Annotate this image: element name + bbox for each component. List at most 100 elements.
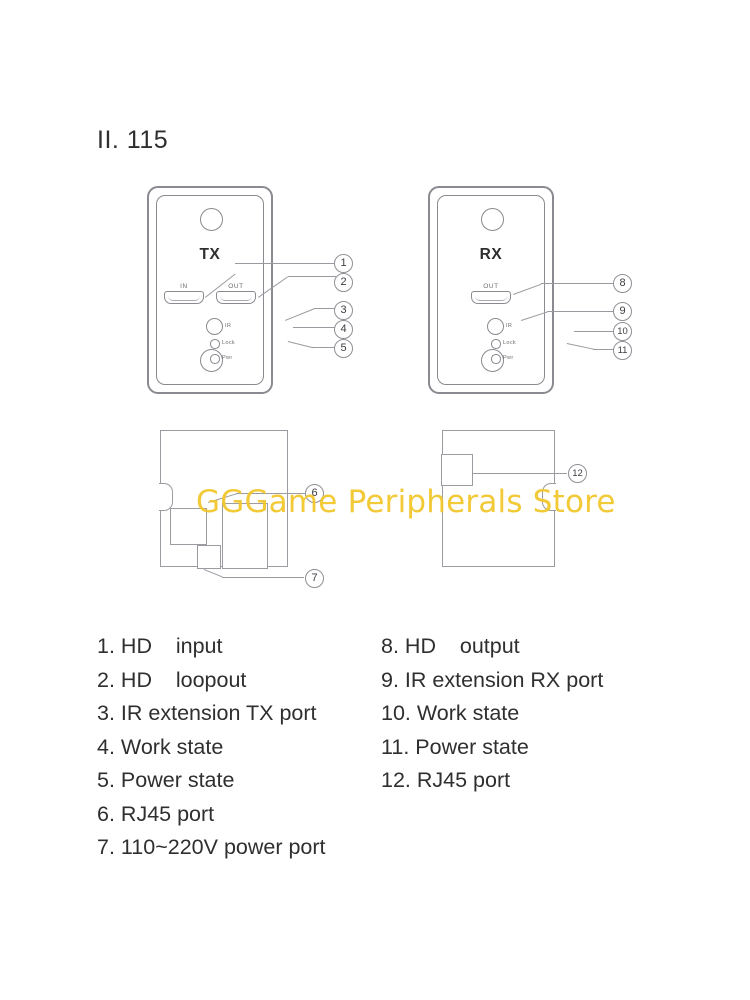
tx-hdmi-out-port: OUT: [216, 283, 256, 304]
callout-5: 5: [334, 339, 353, 358]
tx-screw-hole-bottom: [199, 349, 223, 372]
tx-hdmi-out-caption: OUT: [228, 283, 244, 290]
legend-text-4: Work state: [120, 734, 224, 759]
legend-text-5: Power state: [120, 768, 235, 792]
callout-1: 1: [334, 254, 353, 273]
legend-text-8: HD output: [404, 634, 520, 658]
rx-rear-body: [442, 430, 555, 567]
tx-pwr-led-icon: [210, 354, 220, 364]
tx-rear-view: [158, 430, 288, 569]
legend-column-left: 1. HD input 2. HD loopout 3. IR extensio…: [97, 630, 326, 865]
tx-leader-1-horizontal: [235, 263, 337, 264]
rx-rear-view: [441, 430, 557, 567]
legend-text-3: IR extension TX port: [120, 701, 317, 725]
legend-text-6: RJ45 port: [120, 801, 215, 826]
tx-wall-plate: TX IN OUT IR Lock Pwr: [147, 186, 273, 394]
rx-leader-11-horizontal: [593, 349, 616, 350]
rx-ir-label: IR: [506, 323, 513, 329]
callout-11: 11: [613, 341, 632, 360]
rx-pwr-label: Pwr: [503, 355, 514, 361]
legend-num-9: 9.: [381, 667, 399, 692]
legend-text-7: 110~220V power port: [120, 835, 326, 859]
legend-item-12: 12. RJ45 port: [381, 764, 603, 798]
legend-num-3: 3.: [97, 701, 115, 725]
tx-plate-inner-frame: [156, 195, 264, 385]
callout-2: 2: [334, 273, 353, 292]
tx-plate-label: TX: [199, 246, 221, 263]
rx-screw-hole-top: [480, 208, 504, 231]
store-watermark: GGGame Peripherals Store: [196, 484, 616, 520]
legend-item-3: 3. IR extension TX port: [97, 697, 326, 731]
rx-hdmi-out-caption: OUT: [483, 283, 499, 290]
legend-item-6: 6. RJ45 port: [97, 798, 326, 832]
callout-3: 3: [334, 301, 353, 320]
rx-screw-hole-bottom: [480, 349, 504, 372]
legend-num-10: 10.: [381, 701, 411, 725]
legend-text-12: RJ45 port: [416, 768, 511, 792]
rx-leader-9-horizontal: [547, 311, 615, 312]
rx-rj45-port-icon: [441, 454, 473, 486]
tx-leader-3-horizontal: [314, 308, 337, 309]
callout-4: 4: [334, 320, 353, 339]
legend-text-1: HD input: [120, 634, 223, 658]
tx-lock-led-icon: [210, 339, 220, 349]
tx-pwr-label: Pwr: [222, 355, 233, 361]
legend-num-2: 2.: [97, 667, 115, 692]
tx-power-port-icon: [197, 545, 221, 569]
legend-column-right: 8. HD output 9. IR extension RX port 10.…: [381, 630, 603, 798]
hdmi-port-icon: [216, 291, 256, 304]
legend-item-10: 10. Work state: [381, 697, 603, 731]
legend-item-7: 7. 110~220V power port: [97, 831, 326, 865]
legend-item-11: 11. Power state: [381, 731, 603, 765]
rx-rear-notch: [542, 483, 557, 511]
callout-9: 9: [613, 302, 632, 321]
callout-7: 7: [305, 569, 324, 588]
tx-leader-3-diagonal: [285, 308, 316, 321]
legend-text-10: Work state: [416, 701, 520, 725]
rx-hdmi-out-port: OUT: [471, 283, 511, 304]
callout-8: 8: [613, 274, 632, 293]
rx-plate-inner-frame: [437, 195, 545, 385]
tx-lock-label: Lock: [222, 340, 236, 346]
rx-leader-11-diagonal: [566, 343, 595, 350]
legend-item-2: 2. HD loopout: [97, 664, 326, 698]
tx-leader-6-horizontal: [236, 493, 308, 494]
tx-hdmi-in-port: IN: [164, 283, 204, 304]
legend-num-5: 5.: [97, 768, 115, 792]
legend-text-2: HD loopout: [120, 667, 247, 692]
legend-num-4: 4.: [97, 734, 115, 759]
tx-leader-7-diagonal: [203, 569, 223, 578]
legend-num-8: 8.: [381, 634, 399, 658]
rx-leader-10-horizontal: [574, 331, 616, 332]
legend-num-1: 1.: [97, 634, 115, 658]
legend-num-7: 7.: [97, 835, 115, 859]
legend-item-5: 5. Power state: [97, 764, 326, 798]
tx-ir-receiver-icon: [206, 318, 223, 335]
callout-6: 6: [305, 484, 324, 503]
tx-leader-5-diagonal: [287, 341, 314, 349]
tx-leader-7-horizontal: [222, 577, 304, 578]
hdmi-port-icon: [471, 291, 511, 304]
rx-leader-8-horizontal: [541, 283, 615, 284]
legend-num-6: 6.: [97, 801, 115, 826]
hdmi-port-icon: [164, 291, 204, 304]
tx-ir-label: IR: [225, 323, 232, 329]
legend-num-12: 12.: [381, 768, 411, 792]
tx-screw-hole-top: [199, 208, 223, 231]
callout-10: 10: [613, 322, 632, 341]
rx-wall-plate: RX OUT IR Lock Pwr: [428, 186, 554, 394]
legend-item-4: 4. Work state: [97, 731, 326, 765]
tx-rear-module: [222, 503, 268, 569]
legend-item-8: 8. HD output: [381, 630, 603, 664]
tx-rear-notch: [158, 483, 173, 511]
legend-num-11: 11.: [381, 734, 410, 759]
tx-rj45-port-icon: [170, 508, 207, 545]
rx-plate-label: RX: [479, 246, 503, 263]
tx-leader-5-horizontal: [312, 347, 337, 348]
legend-text-11: Power state: [415, 734, 529, 759]
callout-12: 12: [568, 464, 587, 483]
page-title: II. 115: [97, 126, 169, 154]
rx-lock-label: Lock: [503, 340, 517, 346]
tx-leader-2-horizontal: [288, 276, 336, 277]
